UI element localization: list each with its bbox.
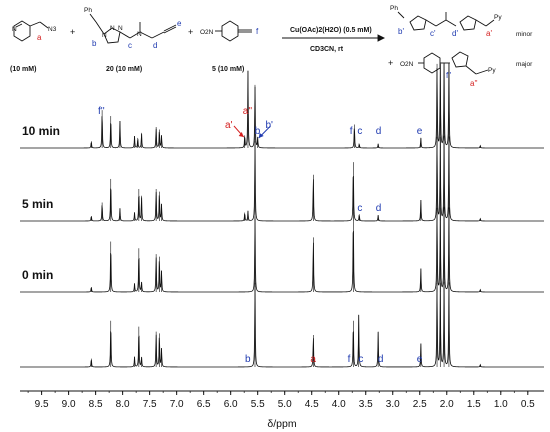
pyridine-n-label: N	[12, 26, 17, 33]
major-no2: O2N	[400, 61, 414, 68]
spectrum-2: 5 min c d	[20, 135, 544, 222]
x-tick-label-12: 4.0	[332, 399, 346, 410]
plus-2: +	[188, 27, 193, 37]
x-tick-label-16: 2.0	[440, 399, 454, 410]
peak-label-6: f	[350, 126, 353, 137]
peak-label-2: d	[376, 203, 382, 214]
x-tick-label-14: 3.0	[386, 399, 400, 410]
reagent-3-letter: f	[256, 27, 259, 36]
minor-letter-d: d'	[452, 29, 458, 38]
reagent-2-ph: Ph	[84, 7, 92, 14]
peak-label-1: c	[357, 203, 362, 214]
minor-letter-b: b'	[398, 27, 404, 36]
spectrum-trace	[20, 281, 544, 368]
x-tick-label-5: 7.5	[143, 399, 157, 410]
peak-label-7: c	[357, 126, 362, 137]
x-tick-label-13: 3.5	[359, 399, 373, 410]
minor-letter-c: c'	[430, 29, 436, 38]
reagent-1-group: N3	[48, 26, 57, 33]
major-label: major	[516, 61, 533, 68]
reagent-2-letter-b: b	[92, 39, 97, 48]
reagent-1-conc: (10 mM)	[10, 66, 36, 73]
peak-label-8: d	[376, 126, 382, 137]
reagent-3-name: 5 (10 mM)	[212, 66, 244, 73]
x-tick-label-18: 1.0	[494, 399, 508, 410]
x-tick-label-6: 7.0	[170, 399, 184, 410]
reagent-1-structure	[13, 20, 49, 42]
arrow-a-prime-head	[238, 132, 244, 137]
spectrum-label: 5 min	[22, 197, 53, 211]
spectrum-trace	[20, 62, 544, 149]
peak-label-6: e	[417, 354, 423, 365]
spectrum-trace	[20, 206, 544, 293]
x-tick-label-4: 8.0	[116, 399, 130, 410]
spectrum-trace	[20, 135, 544, 222]
reagent-2-n3: N	[118, 25, 123, 32]
reagent-2-letter-d: d	[153, 41, 157, 50]
x-tick-label-9: 5.5	[251, 399, 265, 410]
arrow-b-prime-head	[258, 133, 264, 138]
x-tick-label-8: 6.0	[224, 399, 238, 410]
minor-label: minor	[516, 31, 533, 38]
peak-label-4: c	[358, 354, 363, 365]
reagent-3-group: O2N	[200, 29, 214, 36]
peak-label-3: f	[348, 354, 351, 365]
spectrum-label: 10 min	[22, 124, 60, 138]
peak-label-5: b'	[265, 120, 273, 131]
plus-3: +	[388, 58, 393, 68]
catalyst-label: Cu(OAc)2(H2O) (0.5 mM)	[290, 27, 372, 34]
reagent-2-n4: N	[137, 31, 142, 38]
reagent-1-letter: a	[37, 33, 42, 42]
reagent-2-name: 20 (10 mM)	[106, 66, 142, 73]
x-tick-label-1: 9.5	[35, 399, 49, 410]
reagent-2-structure	[89, 13, 177, 44]
x-tick-label-7: 6.5	[197, 399, 211, 410]
peak-label-3: b	[255, 126, 261, 137]
spectrum-label: 0 min	[22, 268, 53, 282]
minor-product-structure	[397, 11, 495, 31]
solvent-label: CD3CN, rt	[310, 46, 344, 53]
x-tick-label-11: 4.5	[305, 399, 319, 410]
reagent-3-structure	[215, 20, 252, 42]
minor-py: Py	[494, 14, 502, 21]
x-tick-label-19: 0.5	[521, 399, 535, 410]
peak-label-1: f''	[98, 106, 105, 117]
reaction-arrow	[282, 34, 386, 42]
x-axis-label: δ/ppm	[267, 418, 296, 430]
spectrum-3: 0 min	[20, 206, 544, 293]
plus-1: +	[70, 27, 75, 37]
major-letter-a: a''	[470, 79, 478, 88]
x-tick-label-2: 9.0	[62, 399, 76, 410]
minor-ph: Ph	[390, 5, 398, 12]
peak-label-5: d	[378, 354, 384, 365]
x-tick-label-10: 5.0	[278, 399, 292, 410]
reagent-2-letter-c: c	[128, 41, 132, 50]
peak-label-9: e	[417, 126, 423, 137]
minor-letter-a: a'	[486, 29, 492, 38]
peak-label-2: a''	[243, 106, 252, 117]
peak-label-2: a	[310, 354, 316, 365]
reagent-2-n1: N	[102, 32, 107, 39]
major-py: Py	[488, 67, 496, 74]
reaction-scheme: N N3 a (10 mM) + Ph N N N N b c d e 20 (…	[10, 5, 533, 88]
x-tick-label-17: 1.5	[467, 399, 481, 410]
reagent-2-letter-e: e	[177, 19, 182, 28]
reagent-2-n2: N	[110, 25, 115, 32]
peak-label-4: a'	[225, 120, 233, 131]
x-tick-label-15: 2.5	[413, 399, 427, 410]
x-tick-label-3: 8.5	[89, 399, 103, 410]
peak-label-1: b	[245, 354, 251, 365]
